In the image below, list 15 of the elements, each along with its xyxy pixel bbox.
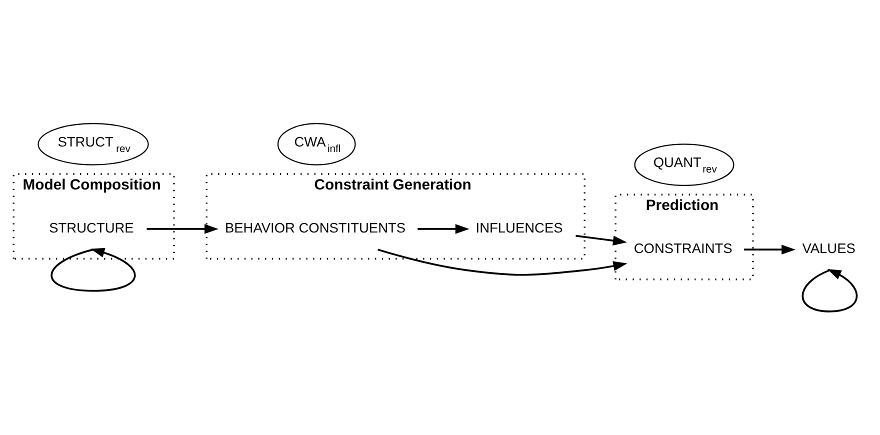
node-text: CONSTRAINTS xyxy=(634,241,732,256)
arrow xyxy=(744,244,796,254)
node-text: INFLUENCES xyxy=(476,220,563,236)
node-ellipse: STRUCT$_{rev}$ xyxy=(38,123,149,166)
arrow xyxy=(576,234,627,246)
arrow xyxy=(418,224,470,234)
node-text: VALUES xyxy=(802,241,856,256)
node-text: BEHAVIOR CONSTITUENTS xyxy=(224,220,406,236)
arrow xyxy=(802,269,858,312)
arrow xyxy=(146,224,219,234)
arrow xyxy=(50,248,136,292)
node-ellipse: QUANT$_{rev}$ xyxy=(634,144,734,186)
node-ellipse: CWA$_{infl}$ xyxy=(277,123,356,166)
arrow xyxy=(378,248,628,276)
node-text: STRUCTURE xyxy=(49,220,134,236)
